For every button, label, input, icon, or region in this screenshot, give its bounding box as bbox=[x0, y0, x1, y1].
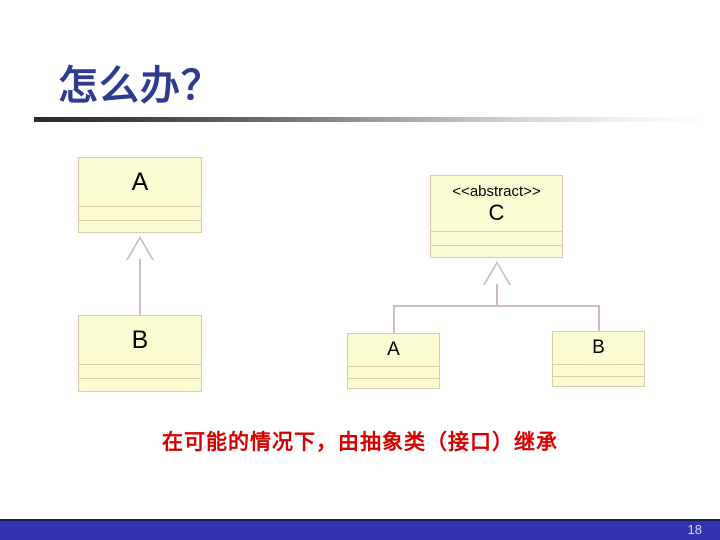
generalization-triangle-fill-icon bbox=[128, 239, 152, 260]
uml-separator bbox=[431, 245, 562, 246]
uml-class-c-name: C bbox=[488, 200, 505, 225]
uml-class-a-right: A bbox=[347, 333, 440, 389]
uml-class-c-stereotype: <<abstract>> bbox=[452, 183, 541, 200]
uml-class-b-left-attributes bbox=[79, 365, 201, 378]
uml-separator bbox=[79, 378, 201, 379]
slide-caption: 在可能的情况下，由抽象类（接口）继承 bbox=[162, 429, 558, 454]
uml-separator bbox=[431, 231, 562, 232]
uml-separator bbox=[79, 206, 201, 207]
uml-class-b-left-operations bbox=[79, 379, 201, 392]
generalization-bus-line bbox=[393, 305, 600, 307]
uml-separator bbox=[348, 366, 439, 367]
uml-class-b-left-name: B bbox=[131, 325, 149, 354]
generalization-line bbox=[139, 259, 141, 316]
generalization-branch-line-b bbox=[598, 305, 600, 332]
page-title: 怎么办？ bbox=[58, 62, 222, 109]
uml-separator bbox=[79, 220, 201, 221]
uml-class-c-operations bbox=[431, 246, 562, 259]
uml-class-b-right-operations bbox=[553, 377, 644, 388]
title-divider bbox=[34, 117, 710, 122]
uml-class-b-right-name: B bbox=[592, 337, 605, 358]
uml-separator bbox=[79, 364, 201, 365]
uml-class-c-abstract: <<abstract>> C bbox=[430, 175, 563, 258]
uml-class-b-left: B bbox=[78, 315, 202, 392]
uml-class-a-left-name: A bbox=[131, 167, 149, 196]
uml-separator bbox=[553, 376, 644, 377]
uml-separator bbox=[348, 378, 439, 379]
generalization-line bbox=[496, 284, 498, 306]
uml-separator bbox=[553, 364, 644, 365]
uml-class-a-left: A bbox=[78, 157, 202, 233]
page-number: 18 bbox=[687, 522, 702, 537]
generalization-triangle-fill-icon bbox=[485, 264, 509, 285]
uml-class-c-attributes bbox=[431, 232, 562, 245]
uml-class-a-left-attributes bbox=[79, 207, 201, 220]
generalization-branch-line-a bbox=[393, 305, 395, 334]
uml-class-a-right-name: A bbox=[387, 339, 400, 360]
uml-class-b-right-attributes bbox=[553, 365, 644, 376]
uml-class-a-left-operations bbox=[79, 221, 201, 234]
uml-class-c-header: <<abstract>> C bbox=[431, 176, 562, 231]
uml-class-a-right-attributes bbox=[348, 367, 439, 378]
uml-class-a-right-operations bbox=[348, 379, 439, 390]
footer-bar bbox=[0, 519, 720, 540]
uml-class-b-right: B bbox=[552, 331, 645, 387]
